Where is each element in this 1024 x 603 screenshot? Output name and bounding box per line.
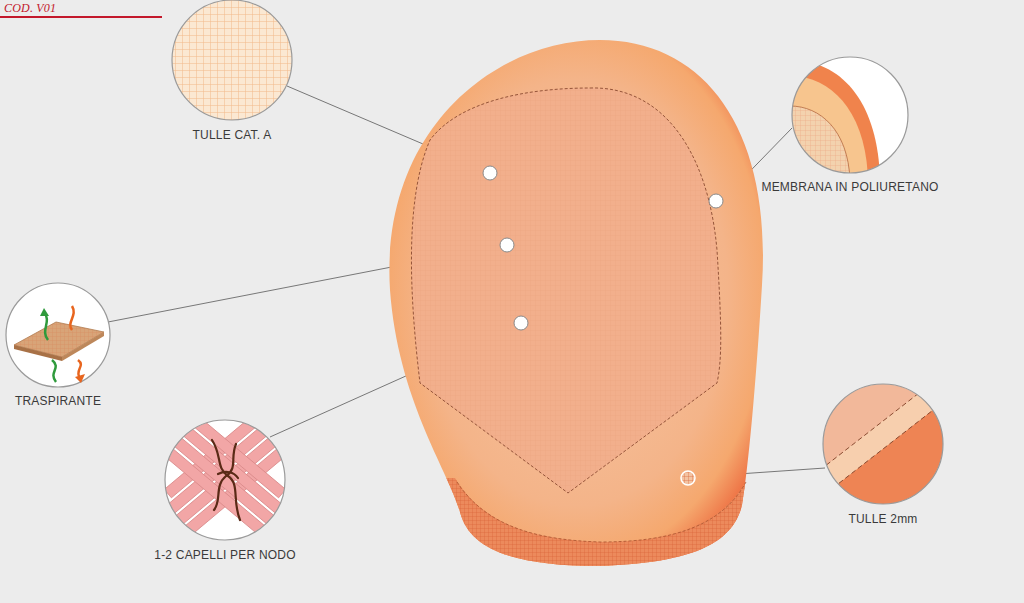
part-label: TRASPIRANTE <box>15 394 101 408</box>
part-label: TULLE 2mm <box>848 512 917 526</box>
part-label: 1-2 CAPELLI PER NODO <box>154 548 295 562</box>
part-label: TULLE CAT. A <box>193 128 272 142</box>
part-label: MEMBRANA IN POLIURETANO <box>761 180 938 194</box>
document-code: COD. V01 <box>4 1 56 16</box>
